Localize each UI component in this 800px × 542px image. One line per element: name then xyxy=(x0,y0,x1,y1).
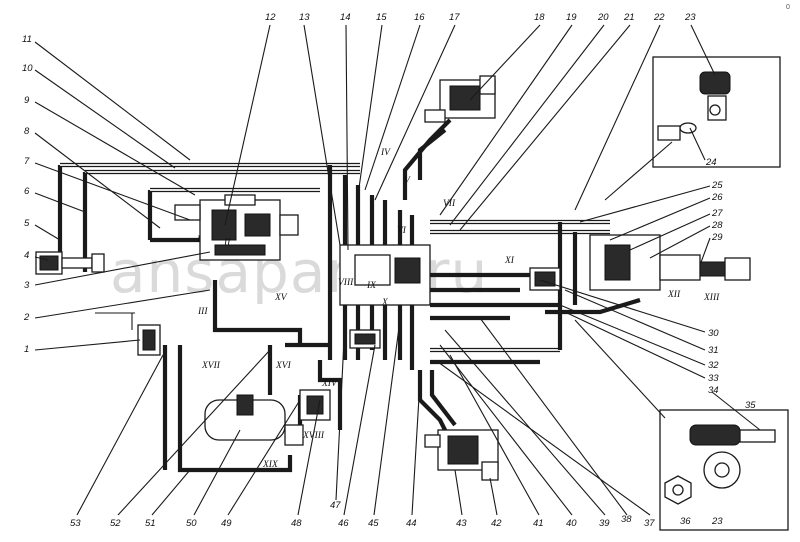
callout-30: 30 xyxy=(708,328,719,339)
callout-4: 4 xyxy=(24,250,29,261)
callout-25: 25 xyxy=(711,180,723,191)
callout-3: 3 xyxy=(24,280,30,291)
detail-inset-upper xyxy=(604,56,781,201)
mark-VIII: VIII xyxy=(338,278,354,288)
callout-36: 36 xyxy=(680,516,691,527)
mark-VI: VI xyxy=(397,226,407,236)
callout-18: 18 xyxy=(534,12,545,23)
right-valve-assembly xyxy=(529,234,751,291)
callout-7: 7 xyxy=(24,156,30,167)
central-valve-block xyxy=(339,244,431,349)
callout-12: 12 xyxy=(265,12,276,23)
mark-VII: VII xyxy=(443,199,456,209)
top-valve-18 xyxy=(424,75,496,123)
callout-47: 47 xyxy=(330,500,341,511)
mark-XIV: XIV xyxy=(321,379,338,389)
watermark-text: ansaparts.ru xyxy=(110,238,488,306)
callout-52: 52 xyxy=(110,518,121,529)
callout-50: 50 xyxy=(186,518,197,529)
mark-XVIII: XVIII xyxy=(302,431,325,441)
callout-21: 21 xyxy=(623,12,635,23)
callouts-right: 24 25 26 27 28 29 30 31 32 33 34 35 36 2… xyxy=(680,157,756,527)
brake-valve-assembly-left xyxy=(174,194,299,261)
callouts-bottom: 53 52 51 50 49 48 47 46 45 44 43 42 41 4… xyxy=(70,500,655,529)
callout-51: 51 xyxy=(145,518,156,529)
callout-28: 28 xyxy=(711,220,723,231)
callout-27: 27 xyxy=(711,208,723,219)
callout-16: 16 xyxy=(414,12,425,23)
callout-11: 11 xyxy=(22,34,32,45)
mark-XIII: XIII xyxy=(703,293,720,303)
callout-39: 39 xyxy=(599,518,610,529)
mark-III: III xyxy=(197,307,208,317)
mark-XVI: XVI xyxy=(275,361,292,371)
mark-I: I xyxy=(196,235,201,245)
callout-31: 31 xyxy=(708,345,719,356)
callout-35: 35 xyxy=(745,400,756,411)
callout-43: 43 xyxy=(456,518,467,529)
callout-48: 48 xyxy=(291,518,302,529)
callout-20: 20 xyxy=(597,12,609,23)
callout-41: 41 xyxy=(533,518,544,529)
callout-32: 32 xyxy=(708,360,719,371)
callout-53: 53 xyxy=(70,518,81,529)
bottom-valve-42-43 xyxy=(424,429,499,481)
detail-inset-lower xyxy=(574,319,789,531)
mark-IV: IV xyxy=(380,148,391,158)
receiver-tank xyxy=(204,389,331,446)
callout-2: 2 xyxy=(23,312,30,323)
callout-22: 22 xyxy=(653,12,665,23)
callout-26: 26 xyxy=(711,192,723,203)
roman-marks: I II III IV V VI VII VIII IX X XI XII XI… xyxy=(196,148,720,470)
callout-37: 37 xyxy=(644,518,655,529)
mark-II: II xyxy=(223,238,231,248)
mark-XIX: XIX xyxy=(262,460,279,470)
mark-IX: IX xyxy=(366,281,377,291)
callout-9: 9 xyxy=(24,95,30,106)
callout-19: 19 xyxy=(566,12,577,23)
mark-XVII: XVII xyxy=(201,361,221,371)
callout-13: 13 xyxy=(299,12,310,23)
corner-mark: 0 xyxy=(786,4,790,11)
callout-17: 17 xyxy=(449,12,460,23)
callout-14: 14 xyxy=(340,12,351,23)
callout-44: 44 xyxy=(406,518,417,529)
callout-23-bottom: 23 xyxy=(711,516,723,527)
callout-23-top: 23 xyxy=(684,12,696,23)
callout-38: 38 xyxy=(621,514,632,525)
callout-34: 34 xyxy=(708,385,719,396)
mark-XI: XI xyxy=(504,256,515,266)
callout-24: 24 xyxy=(705,157,717,168)
callout-5: 5 xyxy=(24,218,30,229)
callout-1: 1 xyxy=(24,344,29,355)
callout-29: 29 xyxy=(711,232,723,243)
callout-46: 46 xyxy=(338,518,349,529)
callout-45: 45 xyxy=(368,518,379,529)
mark-X: X xyxy=(381,298,389,308)
callout-10: 10 xyxy=(22,63,33,74)
callout-8: 8 xyxy=(24,126,30,137)
callout-15: 15 xyxy=(376,12,387,23)
mark-XII: XII xyxy=(667,290,681,300)
callouts-left: 11 10 9 8 7 6 5 4 3 2 1 xyxy=(22,34,33,355)
callout-42: 42 xyxy=(491,518,502,529)
callout-33: 33 xyxy=(708,373,719,384)
mark-V: V xyxy=(404,176,411,186)
callout-6: 6 xyxy=(24,186,30,197)
left-valve-4 xyxy=(35,251,105,275)
mark-XV: XV xyxy=(274,293,288,303)
small-valve-1-2 xyxy=(95,312,161,356)
callout-40: 40 xyxy=(566,518,577,529)
callouts-top: 12 13 14 15 16 17 18 19 20 21 22 23 xyxy=(265,12,696,23)
leader-lines xyxy=(34,24,761,516)
callout-49: 49 xyxy=(221,518,232,529)
